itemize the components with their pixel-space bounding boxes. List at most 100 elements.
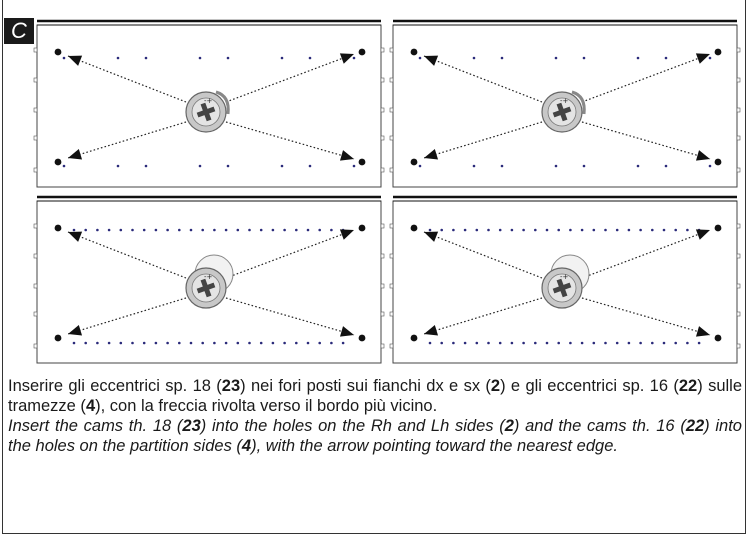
hole-dot: [259, 341, 263, 345]
hole-dot: [580, 228, 584, 232]
corner-hole: [410, 158, 418, 166]
arrow-head: [68, 148, 83, 160]
hole-dot: [662, 228, 666, 232]
hole-dot: [604, 341, 607, 345]
hole-dot: [352, 56, 356, 60]
arrow-head: [339, 229, 354, 240]
hole-dot: [144, 56, 148, 60]
hole-dot: [463, 341, 467, 345]
panel-bottom-right: -+: [389, 195, 741, 364]
arrow-head: [695, 229, 710, 240]
corner-hole: [358, 158, 366, 166]
hole-dot: [557, 341, 560, 345]
edge-tab: [389, 343, 394, 349]
hole-dot: [154, 228, 158, 232]
edge-tab: [736, 343, 741, 349]
hole-dot: [639, 228, 642, 232]
hole-dot: [248, 228, 251, 232]
hole-dot: [280, 164, 284, 168]
edge-tab: [33, 223, 38, 229]
reference-number: 22: [678, 377, 698, 395]
hole-dot: [226, 164, 230, 168]
edge-tab: [389, 311, 394, 317]
hole-dot: [84, 228, 87, 232]
text-segment: ) into the holes on the Rh and Lh sides …: [200, 417, 505, 435]
hole-dot: [178, 341, 181, 345]
edge-tab: [389, 283, 394, 289]
hole-dot: [522, 341, 525, 345]
hole-dot: [554, 164, 558, 168]
arrow-head: [424, 148, 439, 160]
hole-dot: [236, 228, 240, 232]
edge-tab: [380, 47, 385, 53]
arrow-head: [424, 55, 439, 66]
edge-tab: [380, 283, 385, 289]
edge-tab: [380, 253, 385, 259]
hole-dot: [201, 341, 204, 345]
edge-tab: [736, 47, 741, 53]
hole-dot: [534, 228, 537, 232]
hole-dot: [166, 341, 169, 345]
edge-tab: [33, 107, 38, 113]
dotted-arrow-line: [225, 297, 355, 336]
hole-dot: [72, 341, 76, 345]
panel-top-left: -+: [33, 19, 385, 188]
edge-tab: [380, 107, 385, 113]
hole-dot: [651, 228, 654, 232]
hole-dot: [686, 341, 689, 345]
cam-open-icon: -+: [185, 254, 234, 309]
hole-dot: [674, 341, 677, 345]
text-segment: ) and the cams th. 16 (: [513, 417, 686, 435]
panel-bottom-left: -+: [33, 195, 385, 364]
corner-hole: [358, 334, 366, 342]
hole-dot: [352, 164, 356, 168]
hole-dot: [72, 228, 76, 232]
dotted-arrow-line: [67, 121, 187, 159]
instruction-italian: Inserire gli eccentrici sp. 18 (23) nei …: [8, 376, 742, 416]
corner-hole: [358, 224, 366, 232]
hole-dot: [144, 164, 148, 168]
hole-dot: [510, 228, 514, 232]
hole-dot: [569, 341, 572, 345]
hole-dot: [418, 164, 422, 168]
hole-dot: [545, 228, 549, 232]
hole-dot: [452, 341, 455, 345]
edge-tab: [33, 77, 38, 83]
hole-dot: [306, 228, 310, 232]
text-segment: ) into the holes on the partition sides …: [8, 417, 742, 455]
hole-dot: [330, 228, 333, 232]
edge-tab: [736, 223, 741, 229]
hole-dot: [428, 341, 432, 345]
edge-tab: [736, 135, 741, 141]
edge-tab: [736, 107, 741, 113]
hole-dot: [107, 228, 111, 232]
dotted-arrow-line: [581, 121, 711, 160]
hole-dot: [142, 341, 146, 345]
hole-dot: [627, 341, 631, 345]
hole-dot: [119, 228, 123, 232]
corner-hole: [714, 224, 722, 232]
hole-dot: [557, 228, 560, 232]
edge-tab: [389, 47, 394, 53]
reference-number: 4: [85, 397, 96, 415]
hole-dot: [213, 228, 216, 232]
hole-dot: [107, 341, 111, 345]
hole-dot: [283, 228, 286, 232]
hole-dot: [224, 228, 228, 232]
edge-tab: [33, 253, 38, 259]
corner-hole: [410, 334, 418, 342]
text-segment: Insert the cams th. 18 (: [8, 417, 183, 435]
hole-dot: [131, 341, 134, 345]
hole-dot: [62, 56, 66, 60]
hole-dot: [62, 164, 66, 168]
hole-dot: [475, 341, 479, 345]
edge-tab: [389, 107, 394, 113]
edge-tab: [736, 311, 741, 317]
corner-hole: [54, 48, 62, 56]
cam-open-icon: -+: [541, 254, 590, 309]
hole-dot: [582, 164, 586, 168]
cam-icon: -+: [541, 90, 586, 133]
hole-dot: [116, 56, 120, 60]
hole-dot: [84, 341, 87, 345]
dotted-arrow-line: [225, 121, 355, 160]
